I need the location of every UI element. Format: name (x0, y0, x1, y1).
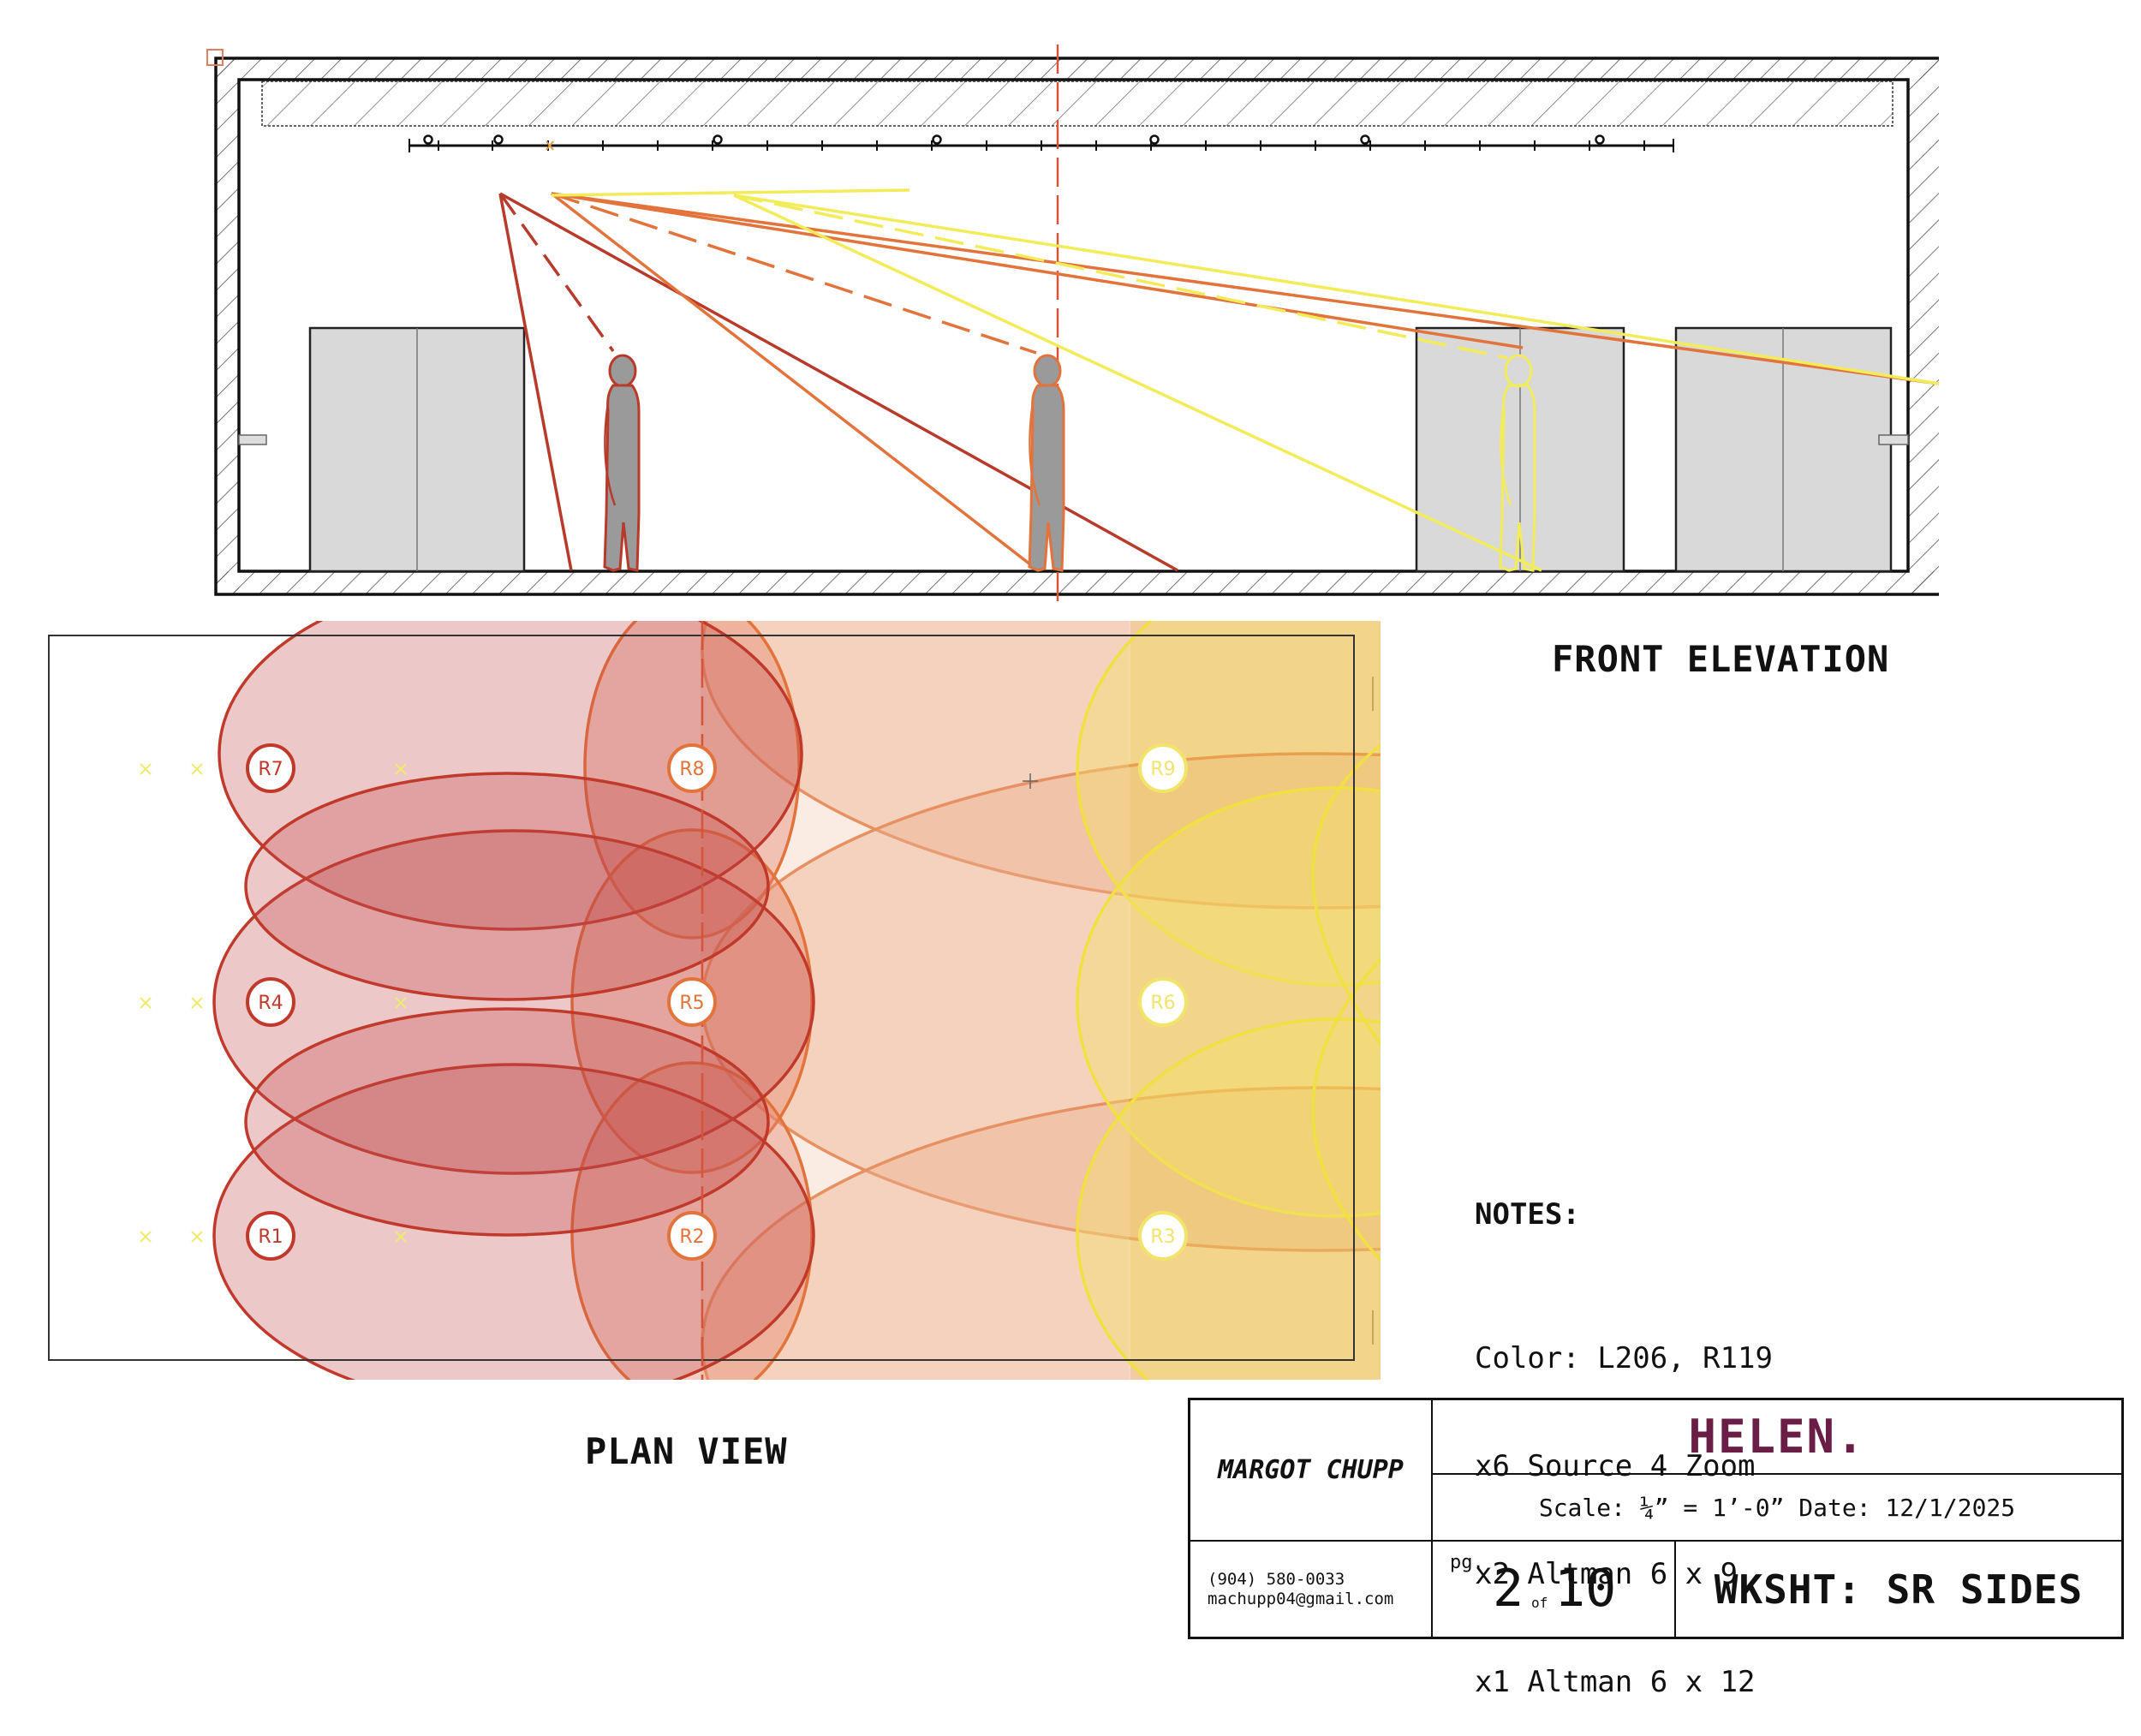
show-title-cell: HELEN. (1433, 1400, 2121, 1475)
human-figure-right (1499, 354, 1536, 572)
beam-yellow (551, 188, 1940, 572)
page-total: 10 (1554, 1559, 1617, 1619)
fixture-r3: R3 (1138, 1211, 1188, 1261)
page-label: pg. (1450, 1552, 1484, 1573)
designer-email: machupp04@gmail.com (1208, 1589, 1394, 1608)
fixture-label: R9 (1150, 759, 1175, 780)
notes-line-altman-6x9: x2 Altman 6 x 9 (1475, 1557, 1738, 1591)
show-title: HELEN. (1688, 1410, 1866, 1464)
fixture-r6: R6 (1138, 977, 1188, 1027)
elevation-ceiling-wall (216, 58, 1939, 80)
elevation-right-wall (1908, 58, 1939, 594)
elevation-left-wall (216, 58, 239, 594)
page-number: 2 (1493, 1559, 1524, 1619)
page-of-label: of (1531, 1595, 1548, 1611)
human-figure-left (603, 354, 641, 572)
designer-cell: MARGOT CHUPP (1190, 1400, 1433, 1542)
sheet-title-cell: WKSHT: SR SIDES (1676, 1542, 2121, 1637)
fixture-label: R7 (258, 759, 283, 780)
front-elevation (206, 45, 1940, 602)
fixture-r2: R2 (667, 1211, 717, 1261)
scale-date: Scale: ¼” = 1’-0” Date: 12/1/2025 (1538, 1493, 2016, 1522)
title-block: MARGOT CHUPP HELEN. Scale: ¼” = 1’-0” Da… (1188, 1398, 2124, 1639)
human-figure-center (1028, 354, 1065, 572)
contact-cell: (904) 580-0033 machupp04@gmail.com (1190, 1542, 1433, 1637)
designer-name: MARGOT CHUPP (1218, 1455, 1404, 1485)
fixture-label: R5 (679, 993, 704, 1014)
fixture-label: R2 (679, 1226, 704, 1248)
front-elevation-label: FRONT ELEVATION (1552, 638, 1890, 680)
beam-orange (550, 192, 1940, 572)
fixture-label: R4 (258, 993, 283, 1014)
elevation-floor-wall (216, 571, 1939, 594)
scale-date-cell: Scale: ¼” = 1’-0” Date: 12/1/2025 (1433, 1475, 2121, 1542)
fixture-label: R8 (679, 759, 704, 780)
fixture-r4: R4 (246, 977, 295, 1027)
lighting-pipe (409, 134, 1674, 152)
fixture-label: R3 (1150, 1226, 1175, 1248)
flat-left (308, 326, 526, 573)
fixture-r9: R9 (1138, 743, 1188, 793)
designer-phone: (904) 580-0033 (1208, 1569, 1345, 1589)
sheet-title: WKSHT: SR SIDES (1714, 1566, 2084, 1613)
plan-view-label: PLAN VIEW (585, 1430, 788, 1472)
fixture-r8: R8 (667, 743, 717, 793)
page-number-cell: pg. 2 of 10 (1433, 1542, 1676, 1637)
masking-valance (261, 81, 1894, 127)
fixture-label: R1 (258, 1226, 283, 1248)
fixture-label: R6 (1150, 993, 1175, 1014)
fixture-r7: R7 (246, 743, 295, 793)
notes-heading: NOTES: (1475, 1197, 1580, 1232)
fixture-r5: R5 (667, 977, 717, 1027)
notes-line-source4: x6 Source 4 Zoom (1475, 1449, 1756, 1483)
fixture-r1: R1 (246, 1211, 295, 1261)
notes-line-color: Color: L206, R119 (1475, 1341, 1773, 1375)
notes-line-altman-6x12: x1 Altman 6 x 12 (1475, 1665, 1756, 1699)
flat-right-2 (1674, 326, 1893, 573)
